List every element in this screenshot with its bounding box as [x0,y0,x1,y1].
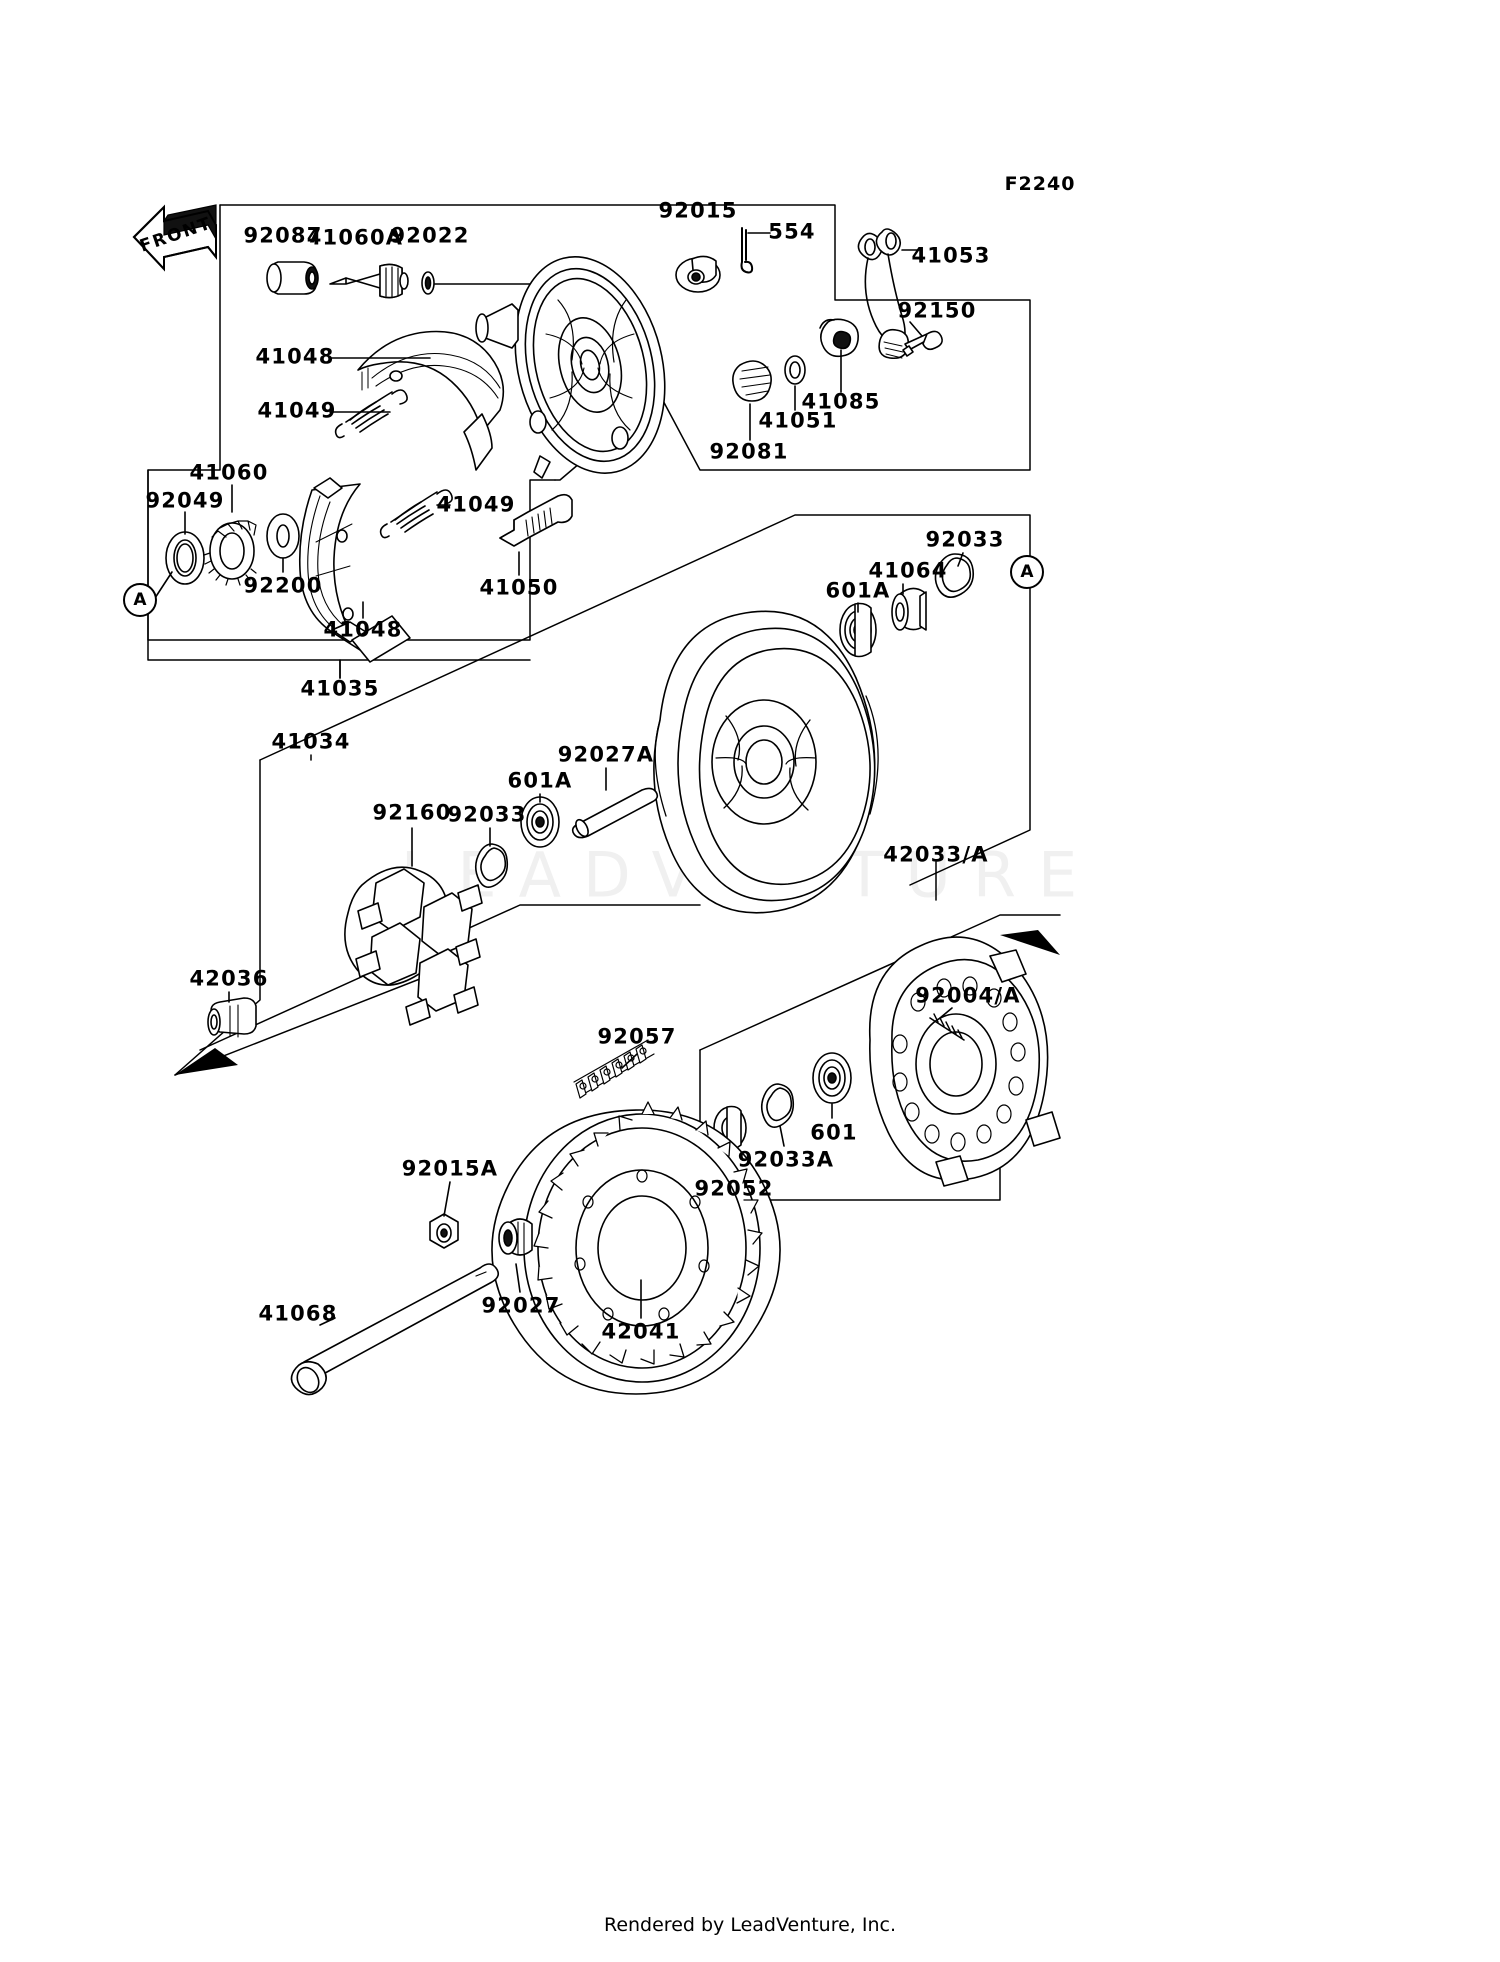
callout-92081[interactable]: 92081 [709,439,789,464]
callout-41051[interactable]: 41051 [758,408,838,433]
callout-92015[interactable]: 92015 [658,198,738,223]
callout-41085[interactable]: 41085 [801,389,881,414]
reference-marker-a: A [1010,555,1044,589]
callout-41034[interactable]: 41034 [271,729,351,754]
callout-554[interactable]: 554 [768,219,816,244]
callout-41053[interactable]: 41053 [911,243,991,268]
callout-92033A[interactable]: 92033A [737,1147,835,1172]
callout-92160[interactable]: 92160 [372,800,452,825]
callout-41050[interactable]: 41050 [479,575,559,600]
callout-92022[interactable]: 92022 [390,223,470,248]
callout-92004A[interactable]: 92004/A [915,983,1021,1008]
callout-92015A[interactable]: 92015A [401,1156,499,1181]
callout-92150[interactable]: 92150 [897,298,977,323]
callout-41048a[interactable]: 41048 [255,344,335,369]
callout-92033m[interactable]: 92033 [447,802,527,827]
front-direction-arrow: FRONT [130,195,222,273]
callout-41049a[interactable]: 41049 [257,398,337,423]
callout-92087[interactable]: 92087 [243,223,323,248]
callout-92052[interactable]: 92052 [694,1176,774,1201]
callout-92049[interactable]: 92049 [145,488,225,513]
callout-42036[interactable]: 42036 [189,966,269,991]
callout-42033A[interactable]: 42033/A [883,842,989,867]
callout-41035[interactable]: 41035 [300,676,380,701]
callout-41068[interactable]: 41068 [258,1301,338,1326]
callout-41064[interactable]: 41064 [868,558,948,583]
callout-92057[interactable]: 92057 [597,1024,677,1049]
callout-601[interactable]: 601 [810,1120,858,1145]
callout-601A_t[interactable]: 601A [825,578,891,603]
callout-92027A[interactable]: 92027A [557,742,655,767]
diagram-code: F2240 [1004,173,1076,195]
callout-41060A[interactable]: 41060A [306,225,404,250]
callout-42041[interactable]: 42041 [601,1319,681,1344]
callout-92027[interactable]: 92027 [481,1293,561,1318]
callout-601A_m[interactable]: 601A [507,768,573,793]
callout-41048b[interactable]: 41048 [323,617,403,642]
render-credit: Rendered by LeadVenture, Inc. [603,1914,897,1936]
callout-41060[interactable]: 41060 [189,460,269,485]
callout-41049b[interactable]: 41049 [436,492,516,517]
callout-92200[interactable]: 92200 [243,573,323,598]
callout-92033t[interactable]: 92033 [925,527,1005,552]
front-arrow-icon [132,204,217,272]
reference-marker-a: A [123,583,157,617]
